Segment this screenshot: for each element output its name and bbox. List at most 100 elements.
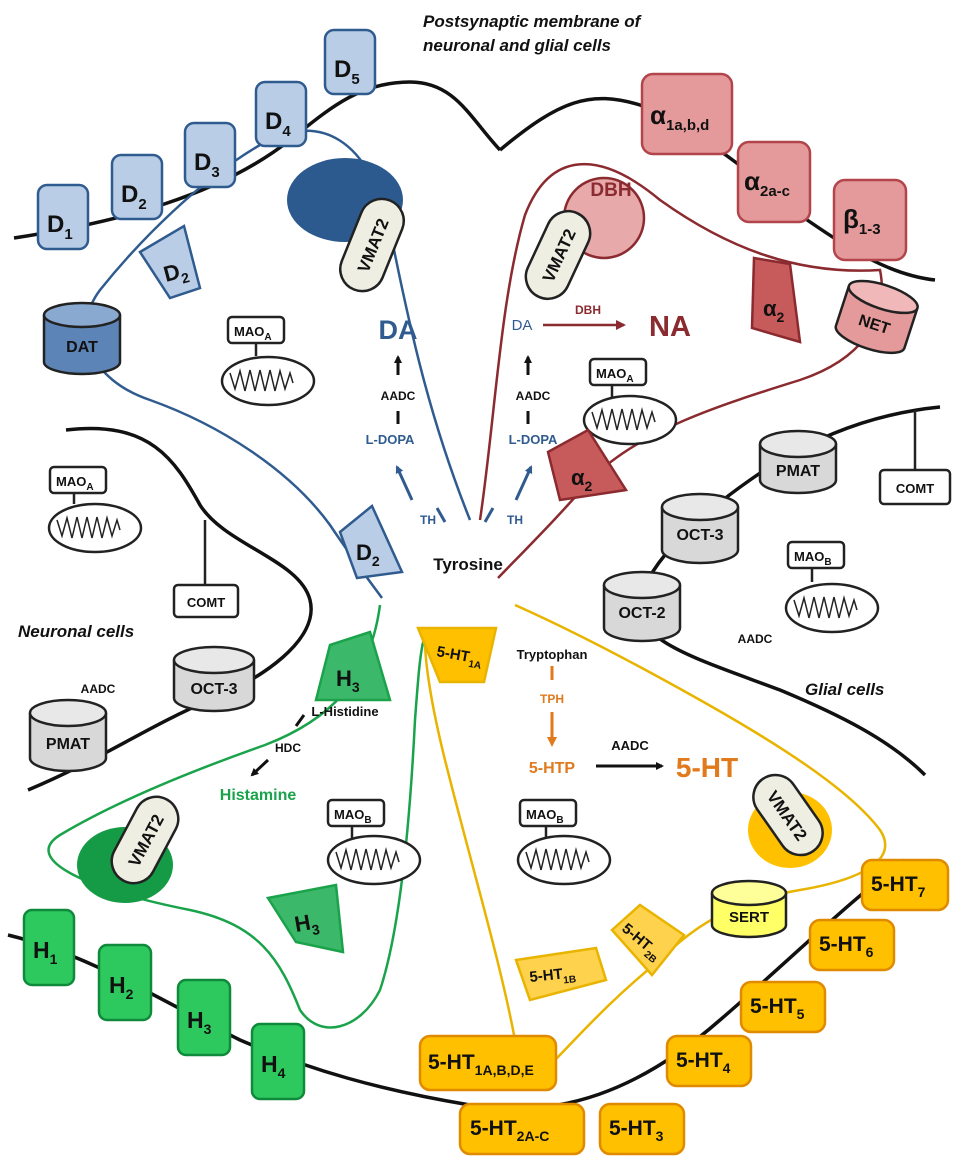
histamine-receptor-h3: H3 (176, 978, 232, 1057)
svg-text:D5: D5 (334, 56, 360, 88)
svg-text:5-HT1B: 5-HT1B (529, 964, 577, 990)
svg-text:D2: D2 (161, 256, 192, 290)
serotonin-5ht2b-autoreceptor: 5-HT2B (610, 903, 686, 977)
dopamine-receptor-d4: D4 (254, 80, 308, 148)
th-label-left: TH (420, 513, 436, 527)
th-dash-right (483, 507, 495, 523)
neuronal-mao-a: MAOA (47, 465, 143, 554)
svg-text:H3: H3 (336, 666, 360, 695)
norepinephrine-transporter-net: NET (834, 279, 919, 355)
glial-mao-b: MAOB (784, 540, 880, 634)
dbh-vesicle-label: DBH (590, 180, 631, 201)
dopamine-d2-autoreceptor-top: D2 (138, 224, 202, 300)
neuronal-membrane (27, 426, 313, 792)
svg-text:D3: D3 (194, 149, 220, 181)
svg-text:COMT: COMT (187, 595, 225, 610)
hdc-bar (294, 714, 306, 727)
th-dash-left (435, 507, 447, 523)
svg-text:MAOB: MAOB (526, 807, 564, 826)
histamine-label: Histamine (220, 787, 297, 804)
svg-text:OCT-3: OCT-3 (676, 527, 723, 544)
svg-text:α2: α2 (763, 296, 785, 325)
tph-label: TPH (540, 692, 564, 706)
svg-text:DAT: DAT (66, 339, 98, 356)
serotonin-receptor-5ht6: 5-HT6 (808, 918, 896, 972)
adrenergic-receptor-alpha1: α1a,b,d (640, 72, 734, 156)
serotonin-mao-b: MAOB (516, 798, 612, 886)
serotonin-receptor-5ht7: 5-HT7 (860, 858, 950, 912)
aadc-label-left: AADC (381, 389, 416, 403)
svg-text:SERT: SERT (729, 909, 769, 926)
histamine-vmat2: VMAT2 (110, 795, 180, 885)
lhistidine-label: L-Histidine (311, 704, 378, 719)
th-arrow-right (514, 465, 533, 501)
svg-text:β1-3: β1-3 (843, 204, 881, 238)
hdc-label: HDC (275, 741, 301, 755)
th-label-right: TH (507, 513, 523, 527)
adrenergic-receptor-alpha2: α2a-c (736, 140, 812, 224)
dopamine-transporter-dat: DAT (42, 301, 122, 376)
serotonin-receptor-5ht3: 5-HT3 (598, 1102, 686, 1156)
svg-text:5-HT7: 5-HT7 (871, 873, 926, 900)
histamine-h3-autoreceptor-bottom: H3 (265, 883, 345, 954)
svg-text:5-HT1A,B,D,E: 5-HT1A,B,D,E (428, 1051, 534, 1078)
svg-text:D4: D4 (265, 108, 291, 140)
svg-text:COMT: COMT (896, 481, 934, 496)
serotonin-receptor-5ht2: 5-HT2A-C (458, 1102, 586, 1156)
serotonin-receptor-5ht1: 5-HT1A,B,D,E (418, 1034, 558, 1092)
noradrenaline-alpha2-autoreceptor-bottom: α2 (546, 428, 629, 502)
svg-text:5-HT5: 5-HT5 (750, 995, 805, 1022)
svg-text:PMAT: PMAT (776, 463, 820, 480)
svg-text:α2: α2 (571, 465, 593, 494)
dopamine-receptor-d3: D3 (183, 121, 237, 189)
noradrenaline-alpha2-autoreceptor-top: α2 (750, 256, 802, 344)
dopamine-receptor-d5: D5 (323, 28, 377, 96)
svg-text:5-HT3: 5-HT3 (609, 1117, 664, 1144)
tyrosine-label: Tyrosine (433, 555, 503, 574)
svg-text:H3: H3 (187, 1007, 212, 1037)
th-arrow-left (395, 465, 414, 501)
svg-text:H4: H4 (261, 1051, 286, 1081)
svg-text:D2: D2 (356, 540, 380, 569)
svg-text:5-HT6: 5-HT6 (819, 933, 874, 960)
postsynaptic-title-line1: Postsynaptic membrane of (423, 12, 643, 31)
noradrenaline-mao-a: MAOA (582, 357, 678, 446)
dopamine-mao-a: MAOA (220, 315, 316, 407)
ldopa-label-right: L-DOPA (509, 432, 558, 447)
serotonin-receptor-5ht5: 5-HT5 (739, 980, 827, 1034)
svg-text:MAOB: MAOB (334, 807, 372, 826)
svg-text:5-HT2A-C: 5-HT2A-C (470, 1117, 549, 1144)
hdc-arrow (250, 758, 270, 777)
neuronal-oct3: OCT-3 (172, 645, 256, 713)
neuronal-pmat: PMAT (28, 698, 108, 773)
glial-cells-label: Glial cells (805, 680, 884, 699)
htp-label: 5-HTP (529, 760, 576, 777)
histamine-receptor-h2: H2 (97, 943, 153, 1022)
neuronal-cells-label: Neuronal cells (18, 622, 134, 641)
svg-text:α1a,b,d: α1a,b,d (650, 100, 709, 134)
dopamine-receptor-d1: D1 (36, 183, 90, 251)
svg-text:α2a-c: α2a-c (744, 166, 790, 200)
ldopa-label-left: L-DOPA (366, 432, 415, 447)
glial-oct2: OCT-2 (602, 570, 682, 643)
svg-text:PMAT: PMAT (46, 736, 90, 753)
neuronal-comt: COMT (172, 583, 240, 619)
histamine-mao-b: MAOB (326, 798, 422, 886)
noradrenaline-da-label: DA (512, 317, 533, 334)
serotonin-5ht-label: 5-HT (676, 752, 738, 783)
dopamine-neuron-outline (84, 129, 472, 599)
svg-text:5-HT4: 5-HT4 (676, 1049, 731, 1076)
noradrenaline-neuron-outline (478, 162, 884, 579)
svg-text:H1: H1 (33, 937, 58, 967)
histamine-neuron-outline (47, 604, 427, 1029)
noradrenaline-vmat2: VMAT2 (524, 209, 592, 301)
dopamine-da-label: DA (379, 315, 418, 345)
histamine-receptor-h4: H4 (250, 1022, 306, 1101)
dopamine-receptor-d2: D2 (110, 153, 164, 221)
tryptophan-label: Tryptophan (517, 647, 588, 662)
svg-text:D1: D1 (47, 211, 73, 243)
svg-text:D2: D2 (121, 181, 147, 213)
glial-pmat: PMAT (758, 429, 838, 495)
